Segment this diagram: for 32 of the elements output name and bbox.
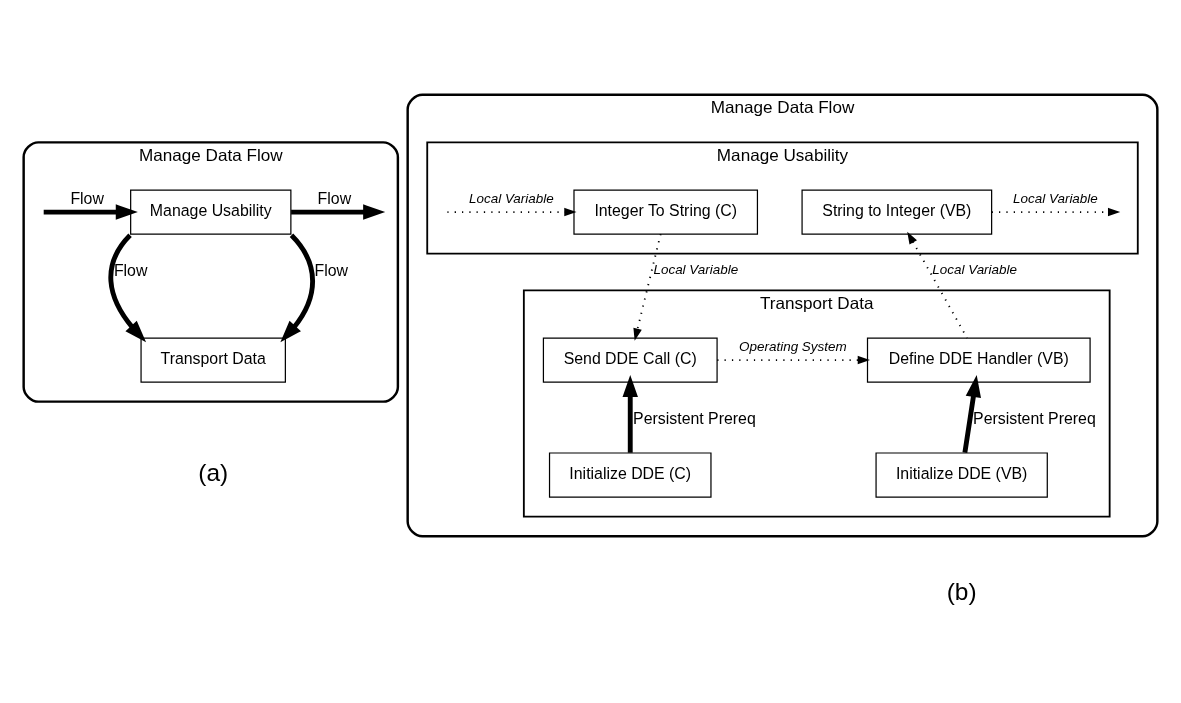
edge-label: Flow: [317, 190, 352, 208]
node-box: Initialize DDE (VB): [875, 452, 1048, 498]
edge-label: Persistent Prereq: [973, 410, 1096, 428]
node-label: (b): [946, 577, 977, 605]
node-box: Manage Usability: [130, 189, 292, 235]
arrow: [990, 207, 1121, 217]
edge-label: Local Variable: [1013, 191, 1098, 207]
arrow: [716, 355, 870, 365]
arrow: [43, 204, 138, 220]
node-box: Integer To String (C): [573, 189, 759, 235]
node-box: String to Integer (VB): [801, 189, 993, 235]
node-box: Initialize DDE (C): [548, 452, 712, 498]
edge-label: Flow: [314, 262, 348, 280]
node-box: Define DDE Handler (VB): [866, 337, 1091, 383]
edge-label: Operating System: [739, 339, 847, 355]
arrow: [633, 233, 662, 341]
arrow: [291, 204, 386, 220]
arrow: [962, 375, 981, 454]
arrow: [108, 233, 147, 343]
node-box: Send DDE Call (C): [542, 337, 718, 383]
edge-label: Local Variable: [469, 191, 554, 207]
edge-label: Flow: [70, 190, 104, 208]
edge-label: Local Variable: [653, 262, 739, 278]
node-label: (a): [198, 459, 229, 487]
arrow: [622, 375, 638, 453]
edge-label: Local Variable: [932, 262, 1017, 278]
edge-label: Flow: [113, 262, 148, 280]
arrow: [280, 233, 315, 343]
edge-label: Persistent Prereq: [633, 410, 756, 428]
arrow: [446, 207, 577, 217]
node-box: Transport Data: [140, 337, 286, 383]
arrow: [907, 231, 968, 339]
